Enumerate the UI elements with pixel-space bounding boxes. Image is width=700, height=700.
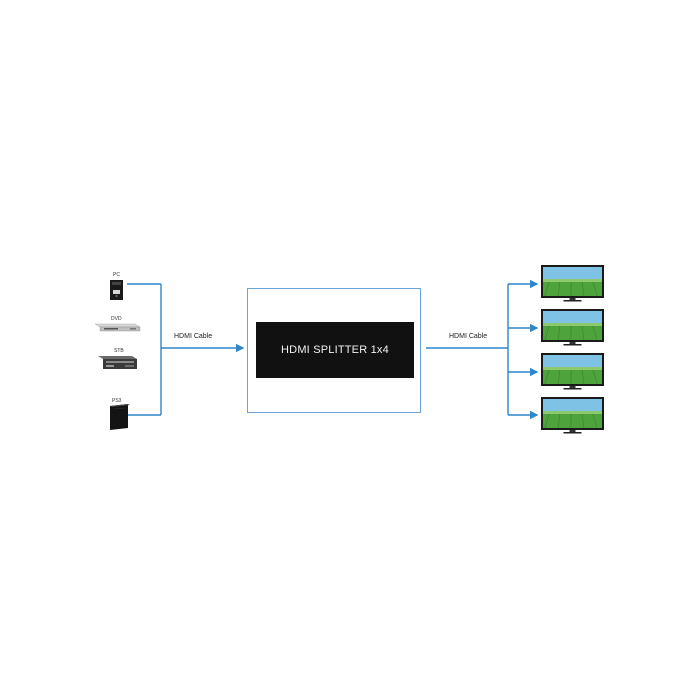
source-label-dvd: DVD xyxy=(111,316,122,322)
game-console-icon xyxy=(110,404,130,430)
source-label-pc: PC xyxy=(113,272,120,278)
source-label-stb: STB xyxy=(114,348,124,354)
output-cable-label: HDMI Cable xyxy=(449,333,488,340)
pc-tower-icon xyxy=(110,280,123,300)
hdmi-splitter-device xyxy=(256,322,414,378)
dvd-player-icon xyxy=(94,323,141,332)
source-label-ps3: PS3 xyxy=(112,398,122,404)
set-top-box-icon xyxy=(98,356,137,369)
tv-display-icon xyxy=(541,397,604,434)
splitter-label: HDMI SPLITTER 1x4 xyxy=(281,344,389,356)
tv-display-icon xyxy=(541,353,604,390)
input-cable-label: HDMI Cable xyxy=(174,333,213,340)
tv-display-icon xyxy=(541,309,604,346)
tv-display-icon xyxy=(541,265,604,302)
